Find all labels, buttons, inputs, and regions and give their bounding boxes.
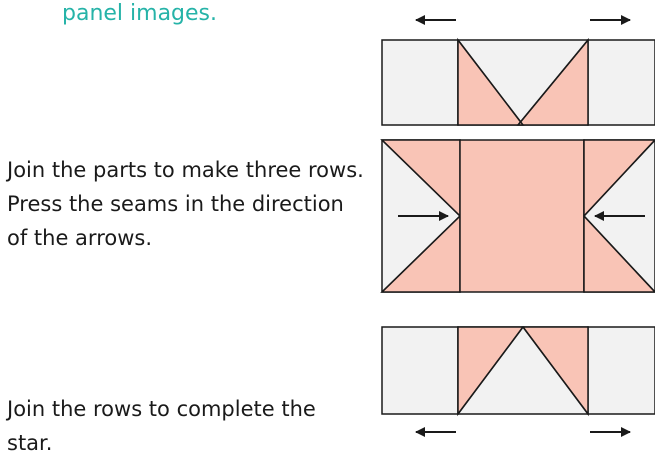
bottom-row-block (381, 326, 655, 417)
header-text-fragment: panel images. (62, 1, 218, 26)
step-complete-star-text: Join the rows to complete the star. (7, 397, 316, 455)
top-row-block (381, 37, 655, 126)
step-join-rows-text: Join the parts to make three rows. Press… (7, 158, 364, 250)
